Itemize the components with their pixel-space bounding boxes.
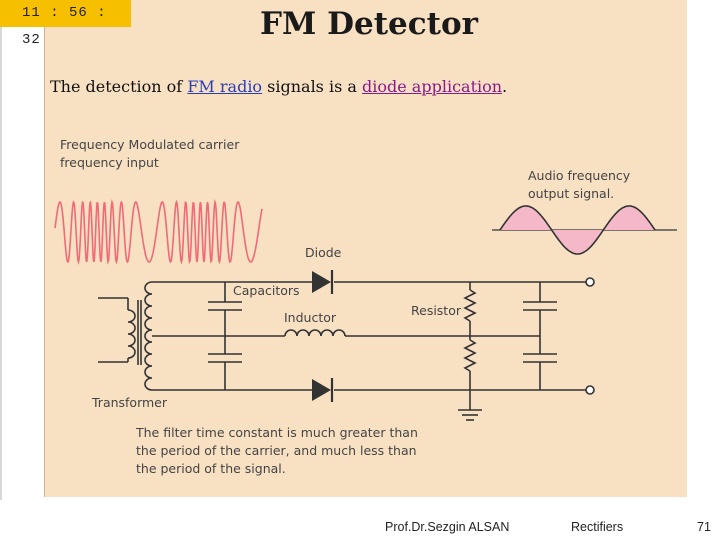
- audio-wave: [499, 205, 656, 255]
- slide-panel: FM Detector The detection of FM radio si…: [44, 0, 687, 497]
- transformer-label: Transformer: [91, 395, 168, 410]
- inductor-coil: [284, 329, 346, 337]
- slide-title: FM Detector: [260, 6, 478, 42]
- inductor-label: Inductor: [284, 310, 337, 325]
- diode-bottom: [312, 378, 334, 402]
- fm-input-label-line2: frequency input: [60, 155, 159, 170]
- footer-page-number: 71: [697, 520, 711, 534]
- diode-label: Diode: [305, 245, 342, 260]
- circuit: [98, 281, 586, 421]
- primary-coil: [127, 309, 136, 359]
- session-timer: 11 : 56 : 32: [0, 0, 131, 48]
- audio-output-label-line2: output signal.: [528, 186, 614, 201]
- diode-top: [312, 270, 334, 294]
- resistor-top: [463, 289, 477, 322]
- output-terminal-top: [585, 277, 595, 287]
- note-line3: the period of the signal.: [136, 461, 286, 476]
- fm-modulated-wave: [54, 199, 263, 265]
- slide-left-border: [0, 0, 2, 500]
- footer-author: Prof.Dr.Sezgin ALSAN: [385, 520, 510, 534]
- intro-middle: signals is a: [262, 77, 363, 96]
- intro-prefix: The detection of: [50, 77, 188, 96]
- secondary-coil: [144, 281, 153, 391]
- output-terminal-bottom: [585, 385, 595, 395]
- note-line1: The filter time constant is much greater…: [135, 425, 418, 440]
- audio-wave-fill: [500, 206, 655, 254]
- footer-topic: Rectifiers: [571, 520, 624, 534]
- capacitors-label: Capacitors: [233, 283, 300, 298]
- resistor-bottom: [463, 339, 477, 372]
- resistor-label: Resistor: [411, 303, 462, 318]
- diode-application-link[interactable]: diode application: [362, 77, 503, 96]
- intro-suffix: .: [502, 77, 508, 96]
- note-line2: the period of the carrier, and much less…: [136, 443, 417, 458]
- audio-output-label-line1: Audio frequency: [528, 168, 631, 183]
- intro-sentence: The detection of FM radio signals is a d…: [50, 77, 507, 96]
- fm-radio-link[interactable]: FM radio: [187, 77, 263, 96]
- fm-input-label-line1: Frequency Modulated carrier: [60, 137, 240, 152]
